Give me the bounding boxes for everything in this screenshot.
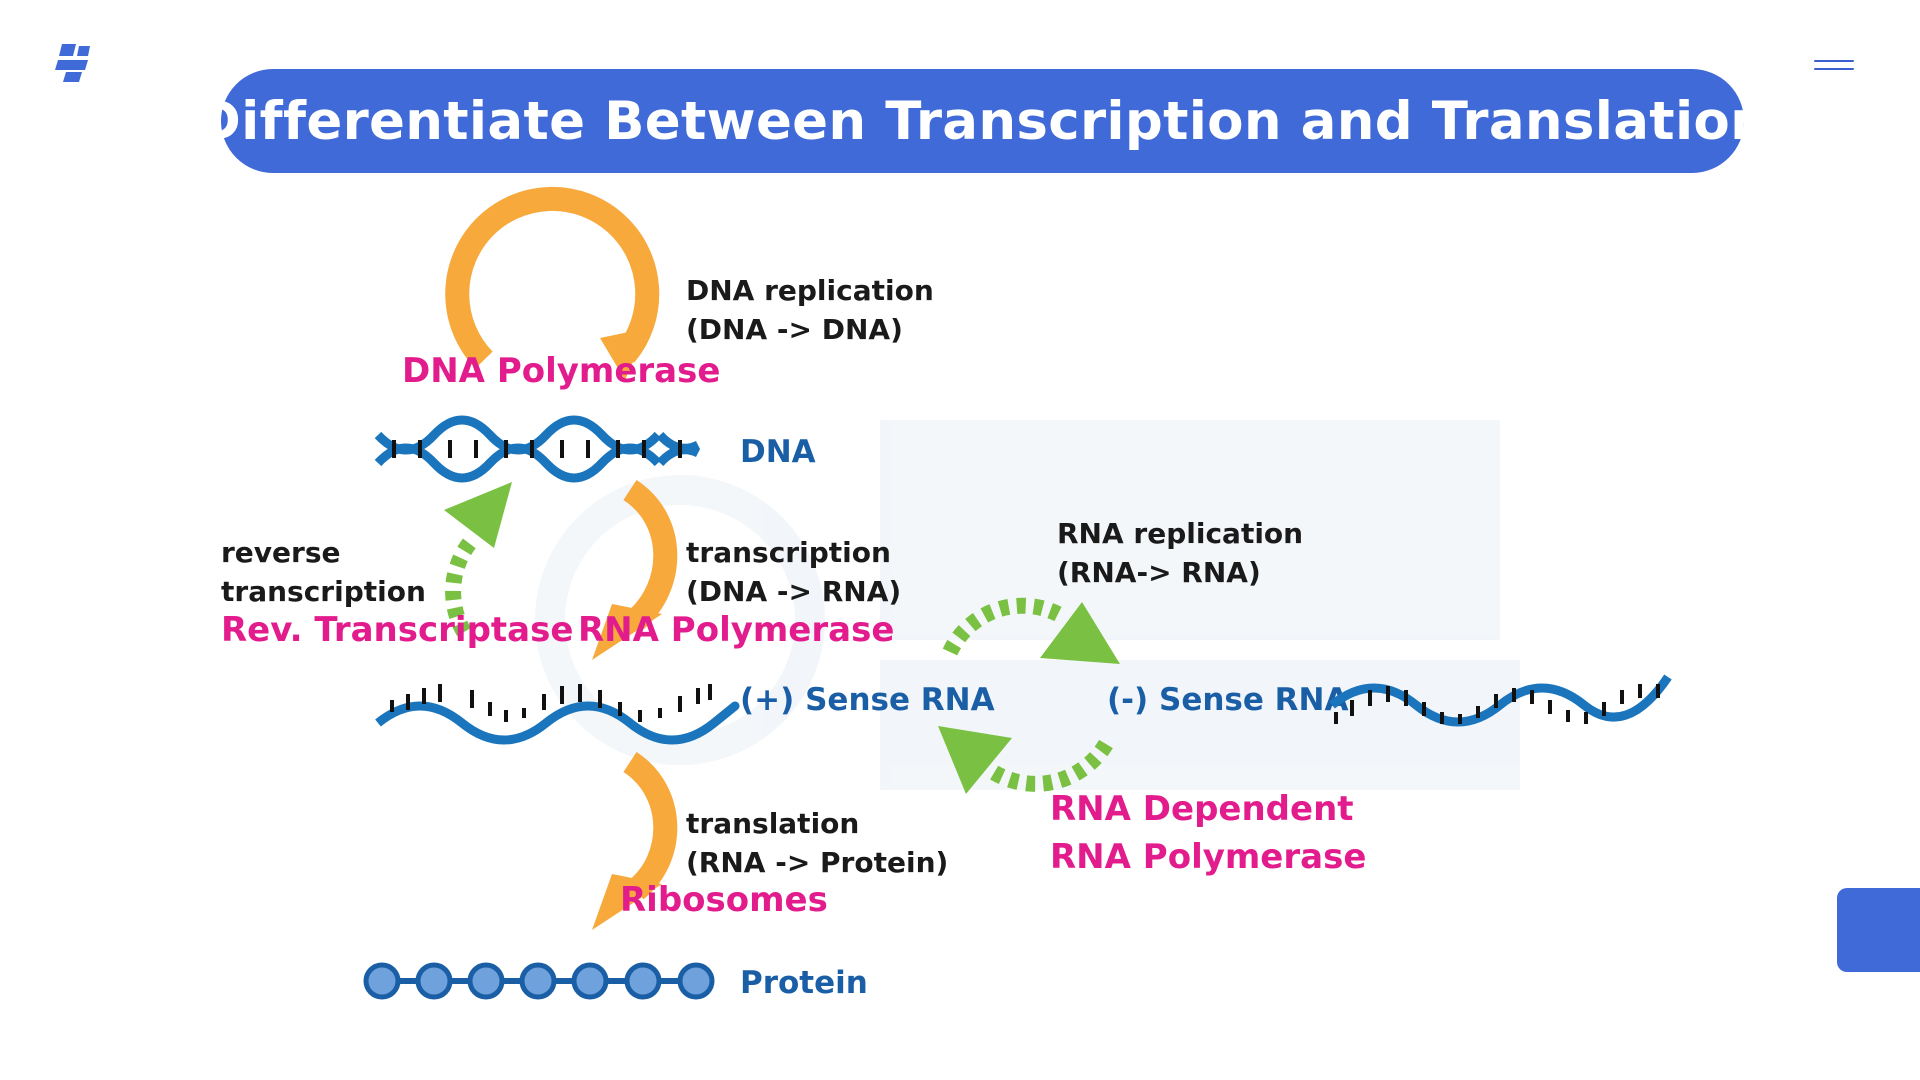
ribosomes-label: Ribosomes (620, 880, 828, 920)
brand-logo-icon[interactable] (54, 42, 94, 84)
dna-replication-label: DNA replication (686, 274, 934, 307)
plus-sense-rna-strand-icon (375, 684, 740, 745)
translation-label: translation (686, 807, 859, 840)
rev-transcriptase-label: Rev. Transcriptase (221, 610, 573, 650)
hamburger-menu-icon[interactable] (1810, 54, 1858, 76)
reverse-transcription-sub-label: transcription (221, 575, 426, 608)
transcription-arrow-icon (592, 479, 678, 660)
rna-polymerase-label: RNA Polymerase (578, 610, 894, 650)
plus-sense-rna-label: (+) Sense RNA (740, 682, 995, 718)
translation-arrow-icon (592, 751, 678, 930)
rna-dependent-polymerase-label: RNA Polymerase (1050, 837, 1366, 877)
transcription-sub-label: (DNA -> RNA) (686, 575, 901, 608)
dna-polymerase-label: DNA Polymerase (402, 351, 720, 391)
rna-dependent-label: RNA Dependent (1050, 789, 1354, 829)
page-title: Differentiate Between Transcription and … (196, 90, 1769, 152)
rna-replication-top-arrow-icon (942, 597, 1120, 664)
reverse-transcription-label: reverse (221, 536, 341, 569)
protein-chain-icon (363, 962, 715, 1000)
transcription-label: transcription (686, 536, 891, 569)
dna-replication-arrow-icon (445, 186, 660, 380)
dna-replication-sub-label: (DNA -> DNA) (686, 313, 903, 346)
rna-replication-bottom-arrow-icon (938, 726, 1113, 794)
title-banner: Differentiate Between Transcription and … (197, 69, 1768, 173)
translation-sub-label: (RNA -> Protein) (686, 846, 948, 879)
rna-replication-sub-label: (RNA-> RNA) (1057, 556, 1261, 589)
reverse-transcription-arrow-icon (444, 482, 512, 637)
watermark (535, 420, 1520, 790)
dna-helix-icon (374, 415, 701, 483)
protein-label: Protein (740, 965, 868, 1001)
rna-replication-label: RNA replication (1057, 517, 1303, 550)
dna-label: DNA (740, 434, 816, 470)
minus-sense-rna-strand-icon (1329, 674, 1672, 727)
side-panel-tab[interactable] (1837, 888, 1920, 972)
minus-sense-rna-label: (-) Sense RNA (1107, 682, 1349, 718)
